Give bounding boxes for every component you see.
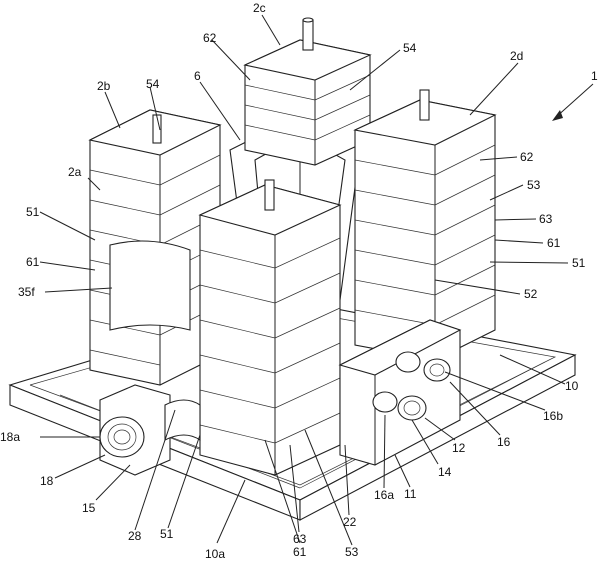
label-63-bottom: 63 xyxy=(293,532,307,546)
label-11: 11 xyxy=(404,487,417,501)
label-62-right: 62 xyxy=(520,150,534,164)
stack-2a xyxy=(198,179,342,476)
label-6: 6 xyxy=(194,69,201,83)
label-10a: 10a xyxy=(205,547,225,561)
label-16a: 16a xyxy=(374,488,394,502)
label-51-left: 51 xyxy=(26,205,40,219)
label-51-bottom: 51 xyxy=(160,527,174,541)
label-51-right: 51 xyxy=(572,256,586,270)
label-52: 52 xyxy=(524,287,538,301)
label-1: 1 xyxy=(591,69,598,83)
label-22: 22 xyxy=(343,515,357,529)
label-2d: 2d xyxy=(510,49,523,63)
label-35f: 35f xyxy=(18,285,35,299)
label-10: 10 xyxy=(565,379,579,393)
label-28: 28 xyxy=(128,529,142,543)
leader-lines xyxy=(39,14,594,546)
label-16: 16 xyxy=(497,435,511,449)
label-12: 12 xyxy=(452,441,466,455)
label-16b: 16b xyxy=(543,409,563,423)
label-2c: 2c xyxy=(253,1,266,15)
stack-2b xyxy=(88,109,222,386)
header-18 xyxy=(99,384,201,476)
stack-2d xyxy=(353,89,497,361)
label-15: 15 xyxy=(82,501,96,515)
header-box-11 xyxy=(338,319,462,466)
label-18: 18 xyxy=(40,474,54,488)
label-2b: 2b xyxy=(97,79,111,93)
label-62-top: 62 xyxy=(203,31,217,45)
label-2a: 2a xyxy=(68,165,82,179)
label-18a: 18a xyxy=(0,430,20,444)
label-61-right: 61 xyxy=(547,236,561,250)
label-54-top: 54 xyxy=(403,41,417,55)
label-63-right: 63 xyxy=(539,212,553,226)
label-61-bottom: 61 xyxy=(293,545,307,559)
label-53-bottom: 53 xyxy=(345,545,359,559)
label-61-left: 61 xyxy=(26,255,40,269)
stack-2c xyxy=(243,17,372,166)
label-54-left: 54 xyxy=(146,77,160,91)
label-14: 14 xyxy=(438,465,452,479)
label-53-right: 53 xyxy=(527,178,541,192)
